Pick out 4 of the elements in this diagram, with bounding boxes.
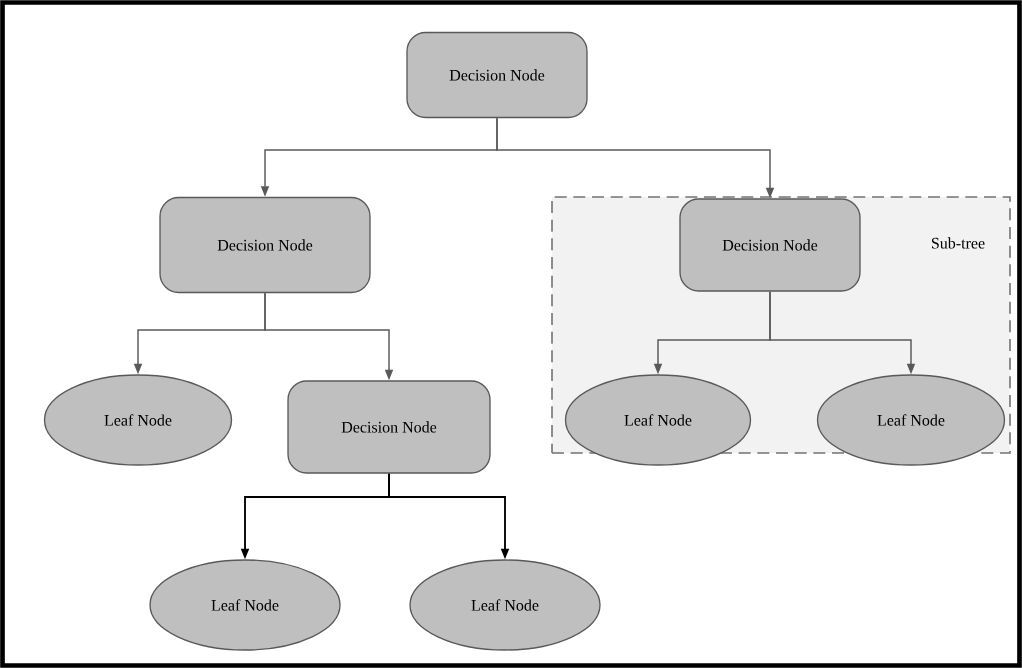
decision-box: Decision Node — [679, 198, 861, 292]
decision-box: Decision Node — [159, 196, 371, 294]
decision-box: Decision Node — [406, 31, 588, 119]
decision-box: Decision Node — [287, 380, 491, 474]
